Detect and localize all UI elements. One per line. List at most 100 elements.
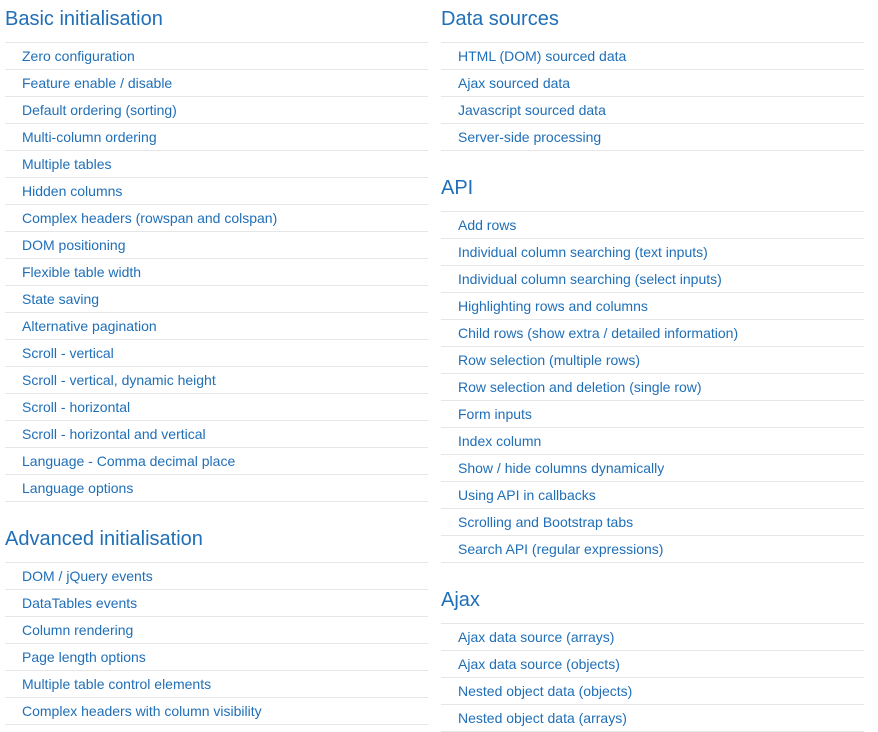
list-item: Nested object data (arrays) (441, 705, 864, 732)
example-link[interactable]: Language - Comma decimal place (22, 453, 236, 469)
example-link[interactable]: Add rows (458, 217, 517, 233)
example-link[interactable]: Row selection and deletion (single row) (458, 379, 702, 395)
example-link[interactable]: Index column (458, 433, 542, 449)
list-item: Ajax data source (arrays) (441, 624, 864, 651)
example-link[interactable]: Nested object data (objects) (458, 683, 633, 699)
list-item: Feature enable / disable (5, 70, 428, 97)
list-item: HTML (DOM) sourced data (441, 43, 864, 70)
example-link[interactable]: Flexible table width (22, 264, 142, 280)
list-item: Nested object data (objects) (441, 678, 864, 705)
list-item: Server-side processing (441, 124, 864, 151)
list-item: Flexible table width (5, 259, 428, 286)
list-item: Index column (441, 428, 864, 455)
list-item: Row selection (multiple rows) (441, 347, 864, 374)
example-link[interactable]: Complex headers with column visibility (22, 703, 262, 719)
example-link[interactable]: Javascript sourced data (458, 102, 606, 118)
list-item: Page length options (5, 644, 428, 671)
section-title-basic-initialisation: Basic initialisation (5, 8, 163, 30)
list-item: Scroll - vertical (5, 340, 428, 367)
list-item: Multi-column ordering (5, 124, 428, 151)
example-link[interactable]: DataTables events (22, 595, 138, 611)
list-item: Zero configuration (5, 43, 428, 70)
example-link[interactable]: DOM / jQuery events (22, 568, 153, 584)
list-item: Complex headers (rowspan and colspan) (5, 205, 428, 232)
list-item: Individual column searching (select inpu… (441, 266, 864, 293)
section-title-data-sources: Data sources (441, 8, 559, 30)
example-link[interactable]: Scroll - horizontal (22, 399, 131, 415)
list-item: Complex headers with column visibility (5, 698, 428, 725)
list-item: Add rows (441, 212, 864, 239)
example-link[interactable]: Zero configuration (22, 48, 135, 64)
example-link[interactable]: Search API (regular expressions) (458, 541, 664, 557)
list-item: Show / hide columns dynamically (441, 455, 864, 482)
list-item: Ajax data source (objects) (441, 651, 864, 678)
example-link[interactable]: State saving (22, 291, 100, 307)
example-link[interactable]: Server-side processing (458, 129, 602, 145)
section-title-ajax: Ajax (441, 589, 480, 611)
list-item: Default ordering (sorting) (5, 97, 428, 124)
example-link[interactable]: Hidden columns (22, 183, 123, 199)
example-link[interactable]: Alternative pagination (22, 318, 157, 334)
list-item: Child rows (show extra / detailed inform… (441, 320, 864, 347)
example-link[interactable]: Show / hide columns dynamically (458, 460, 665, 476)
list-item: DataTables events (5, 590, 428, 617)
example-link[interactable]: Nested object data (arrays) (458, 710, 627, 726)
example-link[interactable]: Highlighting rows and columns (458, 298, 648, 314)
example-link[interactable]: Multiple table control elements (22, 676, 212, 692)
list-item: Individual column searching (text inputs… (441, 239, 864, 266)
list-item: Ajax sourced data (441, 70, 864, 97)
example-link[interactable]: Scrolling and Bootstrap tabs (458, 514, 634, 530)
example-link[interactable]: Ajax data source (arrays) (458, 629, 615, 645)
list-item: Multiple tables (5, 151, 428, 178)
list-item: Scrolling and Bootstrap tabs (441, 509, 864, 536)
example-link[interactable]: Language options (22, 480, 134, 496)
list-item: DOM positioning (5, 232, 428, 259)
example-link[interactable]: DOM positioning (22, 237, 126, 253)
list-item: Column rendering (5, 617, 428, 644)
example-link[interactable]: Individual column searching (text inputs… (458, 244, 708, 260)
list-item: Alternative pagination (5, 313, 428, 340)
list-item: Scroll - horizontal (5, 394, 428, 421)
example-link[interactable]: Multi-column ordering (22, 129, 157, 145)
example-link[interactable]: Default ordering (sorting) (22, 102, 177, 118)
list-item: Search API (regular expressions) (441, 536, 864, 563)
list-item: Language options (5, 475, 428, 502)
example-link[interactable]: Form inputs (458, 406, 532, 422)
example-link[interactable]: Using API in callbacks (458, 487, 596, 503)
example-link[interactable]: Page length options (22, 649, 146, 665)
section-title-advanced-initialisation: Advanced initialisation (5, 528, 203, 550)
list-item: Highlighting rows and columns (441, 293, 864, 320)
example-link[interactable]: Child rows (show extra / detailed inform… (458, 325, 739, 341)
list-item: State saving (5, 286, 428, 313)
example-link[interactable]: Scroll - vertical (22, 345, 114, 361)
example-link[interactable]: Ajax data source (objects) (458, 656, 620, 672)
example-link[interactable]: Multiple tables (22, 156, 112, 172)
example-link[interactable]: Individual column searching (select inpu… (458, 271, 722, 287)
example-link[interactable]: Scroll - vertical, dynamic height (22, 372, 216, 388)
section-title-api: API (441, 177, 474, 199)
list-item: DOM / jQuery events (5, 563, 428, 590)
example-link[interactable]: Row selection (multiple rows) (458, 352, 641, 368)
list-item: Multiple table control elements (5, 671, 428, 698)
list-item: Using API in callbacks (441, 482, 864, 509)
example-link[interactable]: Complex headers (rowspan and colspan) (22, 210, 278, 226)
example-link[interactable]: Column rendering (22, 622, 134, 638)
example-link[interactable]: Scroll - horizontal and vertical (22, 426, 206, 442)
example-link[interactable]: Ajax sourced data (458, 75, 571, 91)
list-item: Scroll - horizontal and vertical (5, 421, 428, 448)
list-item: Hidden columns (5, 178, 428, 205)
list-item: Language - Comma decimal place (5, 448, 428, 475)
list-item: Scroll - vertical, dynamic height (5, 367, 428, 394)
link-list-ajax: Ajax data source (arrays) Ajax data sourc… (441, 623, 864, 732)
example-link[interactable]: HTML (DOM) sourced data (458, 48, 627, 64)
list-item: Form inputs (441, 401, 864, 428)
list-item: Javascript sourced data (441, 97, 864, 124)
example-link[interactable]: Feature enable / disable (22, 75, 173, 91)
list-item: Row selection and deletion (single row) (441, 374, 864, 401)
